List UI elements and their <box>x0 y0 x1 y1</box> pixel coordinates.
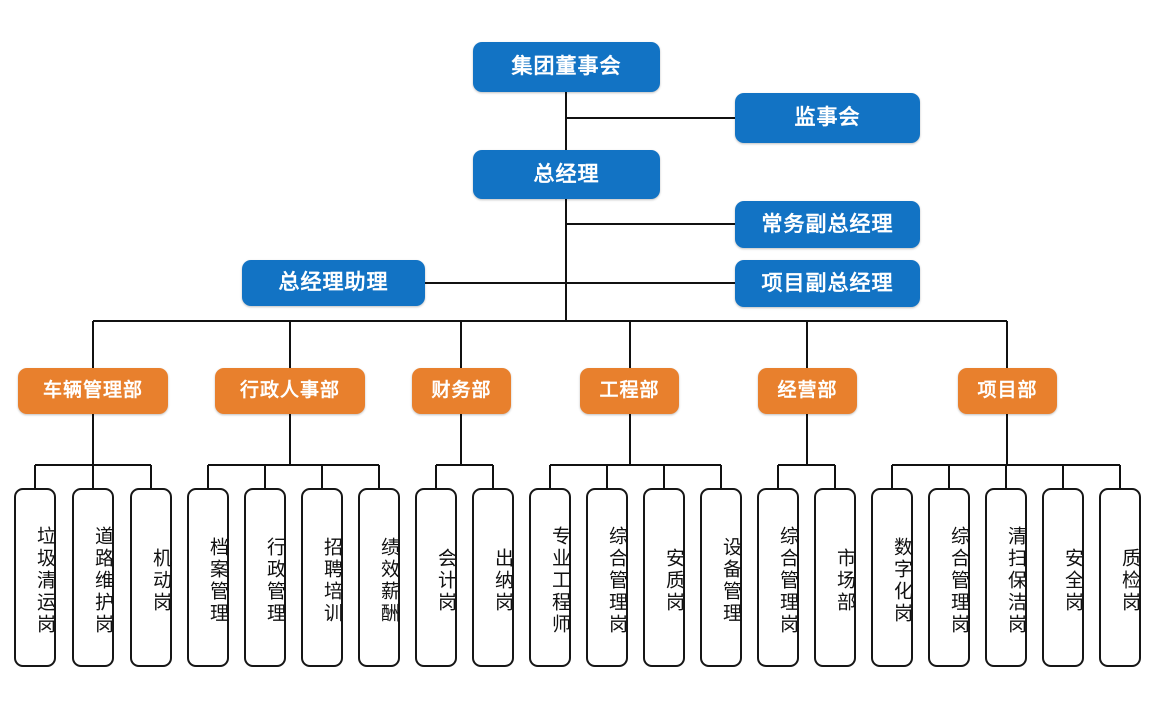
position-node-p03[interactable]: 机动岗 <box>130 488 172 667</box>
exec-node-exec-dep-gm[interactable]: 常务副总经理 <box>735 201 920 248</box>
department-node-engineer[interactable]: 工程部 <box>580 368 679 414</box>
position-node-p19[interactable]: 安全岗 <box>1042 488 1084 667</box>
department-node-operation[interactable]: 经营部 <box>758 368 857 414</box>
position-node-p02[interactable]: 道路维护岗 <box>72 488 114 667</box>
position-node-p01[interactable]: 垃圾清运岗 <box>14 488 56 667</box>
exec-node-supervisors[interactable]: 监事会 <box>735 93 920 143</box>
position-node-p10[interactable]: 专业工程师 <box>529 488 571 667</box>
exec-node-gm[interactable]: 总经理 <box>473 150 660 199</box>
position-node-p12[interactable]: 安质岗 <box>643 488 685 667</box>
position-node-p11[interactable]: 综合管理岗 <box>586 488 628 667</box>
position-node-p04[interactable]: 档案管理 <box>187 488 229 667</box>
department-node-finance[interactable]: 财务部 <box>412 368 511 414</box>
position-node-p05[interactable]: 行政管理 <box>244 488 286 667</box>
position-node-p06[interactable]: 招聘培训 <box>301 488 343 667</box>
department-node-admin-hr[interactable]: 行政人事部 <box>215 368 365 414</box>
position-node-p15[interactable]: 市场部 <box>814 488 856 667</box>
position-node-p18[interactable]: 清扫保洁岗 <box>985 488 1027 667</box>
position-node-p17[interactable]: 综合管理岗 <box>928 488 970 667</box>
position-node-p20[interactable]: 质检岗 <box>1099 488 1141 667</box>
department-node-project[interactable]: 项目部 <box>958 368 1057 414</box>
exec-node-board[interactable]: 集团董事会 <box>473 42 660 92</box>
position-node-p16[interactable]: 数字化岗 <box>871 488 913 667</box>
department-node-vehicle[interactable]: 车辆管理部 <box>18 368 168 414</box>
position-node-p09[interactable]: 出纳岗 <box>472 488 514 667</box>
position-node-p14[interactable]: 综合管理岗 <box>757 488 799 667</box>
position-node-p08[interactable]: 会计岗 <box>415 488 457 667</box>
exec-node-gm-assistant[interactable]: 总经理助理 <box>242 260 425 306</box>
position-node-p13[interactable]: 设备管理 <box>700 488 742 667</box>
exec-node-proj-dep-gm[interactable]: 项目副总经理 <box>735 260 920 307</box>
position-node-p07[interactable]: 绩效薪酬 <box>358 488 400 667</box>
